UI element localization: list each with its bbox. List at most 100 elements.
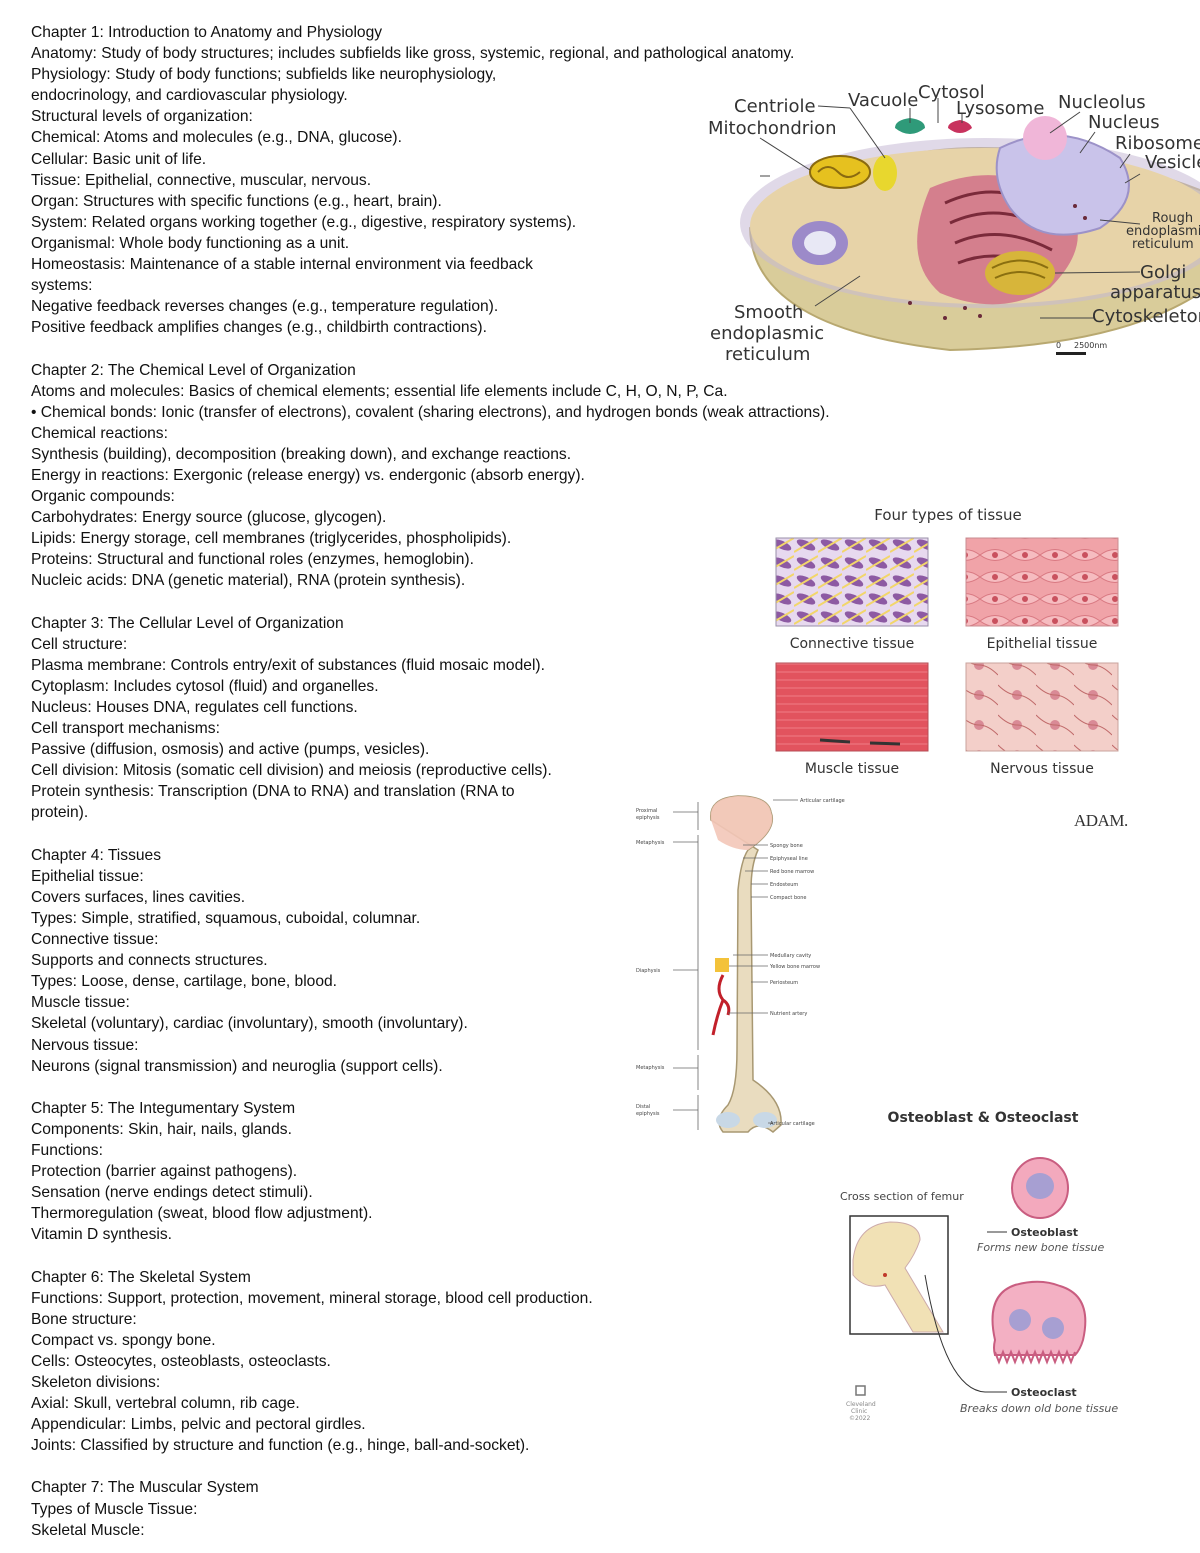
credit-2: Clinic bbox=[851, 1408, 867, 1415]
text-line: Compact vs. spongy bone. bbox=[31, 1331, 216, 1349]
text-line: endocrinology, and cardiovascular physio… bbox=[31, 87, 348, 105]
bone-label-red-marrow: Red bone marrow bbox=[770, 869, 814, 875]
adam-logo: ADAM. bbox=[1074, 811, 1128, 830]
bone-label-endosteum: Endosteum bbox=[770, 882, 798, 888]
tissue-figure: Four types of tissue Connective tissue E… bbox=[770, 500, 1170, 840]
cell-diagram: Centriole Vacuole Cytosol Lysosome Nucle… bbox=[700, 78, 1200, 368]
text-line: Joints: Classified by structure and func… bbox=[31, 1437, 530, 1455]
bone-label-articular-top: Articular cartilage bbox=[800, 798, 845, 804]
text-line: Nucleus: Houses DNA, regulates cell func… bbox=[31, 699, 358, 716]
label-rough-er-1: Rough bbox=[1152, 211, 1193, 226]
text-line: Cell structure: bbox=[31, 635, 128, 653]
text-line: Lipids: Energy storage, cell membranes (… bbox=[31, 530, 512, 548]
bone-label-distal-1: Distal bbox=[636, 1104, 650, 1110]
long-bone-diagram: Proximal epiphysis Metaphysis Diaphysis … bbox=[633, 790, 863, 1140]
label-lysosome: Lysosome bbox=[956, 98, 1044, 119]
yellow-marrow bbox=[715, 958, 729, 972]
label-smooth-er-3: reticulum bbox=[725, 344, 810, 365]
muscle-tissue-label: Muscle tissue bbox=[805, 761, 899, 777]
text-line: Functions: Support, protection, movement… bbox=[31, 1289, 593, 1307]
text-line: Nervous tissue: bbox=[31, 1036, 139, 1054]
label-vesicle: Vesicle bbox=[1145, 152, 1200, 173]
text-line: Carbohydrates: Energy source (glucose, g… bbox=[31, 509, 387, 527]
vacuole-shape bbox=[895, 118, 925, 134]
chapter-heading: Chapter 2: The Chemical Level of Organiz… bbox=[31, 361, 356, 379]
text-line: Bone structure: bbox=[31, 1310, 137, 1328]
text-line: Homeostasis: Maintenance of a stable int… bbox=[31, 256, 533, 274]
text-line: Thermoregulation (sweat, blood flow adju… bbox=[31, 1205, 373, 1223]
osteo-title: Osteoblast & Osteoclast bbox=[888, 1110, 1079, 1126]
text-line: Protection (barrier against pathogens). bbox=[31, 1163, 298, 1181]
label-mitochondrion: Mitochondrion bbox=[708, 118, 837, 139]
osteoblast-label: Osteoblast bbox=[1011, 1226, 1078, 1239]
text-line: protein). bbox=[31, 804, 89, 822]
blank-line bbox=[31, 1077, 1181, 1098]
femur-head-shape bbox=[852, 1221, 944, 1333]
bone-label-yellow-marrow: Yellow bone marrow bbox=[769, 964, 820, 970]
text-line: Chemical reactions: bbox=[31, 424, 168, 442]
text-line: Structural levels of organization: bbox=[31, 108, 253, 126]
text-line: Cells: Osteocytes, osteoblasts, osteocla… bbox=[31, 1352, 331, 1370]
text-line: Types of Muscle Tissue: bbox=[31, 1500, 198, 1518]
chapter-heading: Chapter 4: Tissues bbox=[31, 846, 162, 864]
connective-tissue-label: Connective tissue bbox=[790, 636, 915, 652]
text-line: Proteins: Structural and functional role… bbox=[31, 551, 474, 569]
bone-label-epiphyseal: Epiphyseal line bbox=[770, 856, 808, 862]
label-ribosome: Ribosome bbox=[1115, 133, 1200, 154]
label-rough-er-2: endoplasmic bbox=[1126, 224, 1200, 239]
text-line: Chemical: Atoms and molecules (e.g., DNA… bbox=[31, 129, 402, 147]
cleveland-clinic-logo-icon bbox=[855, 1385, 866, 1396]
chapter-heading: Chapter 3: The Cellular Level of Organiz… bbox=[31, 614, 344, 632]
text-line: Neurons (signal transmission) and neurog… bbox=[31, 1057, 443, 1075]
bone-label-metaphysis-bottom: Metaphysis bbox=[636, 1065, 665, 1071]
text-line: Organismal: Whole body functioning as a … bbox=[31, 234, 350, 252]
epithelial-tissue-label: Epithelial tissue bbox=[987, 636, 1098, 652]
text-line: Synthesis (building), decomposition (bre… bbox=[31, 445, 572, 463]
bone-label-metaphysis-top: Metaphysis bbox=[636, 840, 665, 846]
blank-line bbox=[31, 1456, 1181, 1477]
text-line: Chemical bonds: Ionic (transfer of elect… bbox=[31, 402, 1181, 423]
text-line: Appendicular: Limbs, pelvic and pectoral… bbox=[31, 1416, 366, 1434]
credit-1: Cleveland bbox=[846, 1401, 876, 1408]
bone-label-distal-2: epiphysis bbox=[636, 1111, 660, 1117]
text-line: Supports and connects structures. bbox=[31, 952, 268, 970]
chapter-heading: Chapter 1: Introduction to Anatomy and P… bbox=[31, 24, 383, 41]
text-line: Negative feedback reverses changes (e.g.… bbox=[31, 298, 499, 316]
osteoblast-desc: Forms new bone tissue bbox=[977, 1241, 1105, 1254]
label-cytosol: Cytosol bbox=[918, 82, 985, 103]
text-line: Cytoplasm: Includes cytosol (fluid) and … bbox=[31, 677, 379, 695]
text-line: Organic compounds: bbox=[31, 488, 175, 506]
text-line: Physiology: Study of body functions; sub… bbox=[31, 66, 497, 84]
text-line: Skeletal (voluntary), cardiac (involunta… bbox=[31, 1015, 468, 1033]
text-line: Passive (diffusion, osmosis) and active … bbox=[31, 741, 430, 759]
bone-label-nutrient-artery: Nutrient artery bbox=[770, 1011, 807, 1017]
chapter-heading: Chapter 6: The Skeletal System bbox=[31, 1268, 251, 1286]
label-smooth-er-2: endoplasmic bbox=[710, 323, 824, 344]
text-line: Sensation (nerve endings detect stimuli)… bbox=[31, 1184, 313, 1202]
label-scale-max: 2500nm bbox=[1074, 341, 1107, 350]
bone-label-compact: Compact bone bbox=[770, 895, 806, 901]
label-nucleus: Nucleus bbox=[1088, 112, 1160, 133]
osteoclast-desc: Breaks down old bone tissue bbox=[960, 1402, 1118, 1415]
text-line: Energy in reactions: Exergonic (release … bbox=[31, 466, 585, 484]
nucleus-shape bbox=[995, 134, 1130, 236]
label-scale-0: 0 bbox=[1056, 341, 1061, 350]
text-line: Positive feedback amplifies changes (e.g… bbox=[31, 319, 487, 337]
text-line: Protein synthesis: Transcription (DNA to… bbox=[31, 783, 515, 801]
osteoclast-shape bbox=[991, 1280, 1087, 1356]
bone-label-proximal-1: Proximal bbox=[636, 808, 657, 814]
text-line: Nucleic acids: DNA (genetic material), R… bbox=[31, 572, 466, 590]
epithelial-tissue-image bbox=[965, 537, 1119, 627]
text-line: Components: Skin, hair, nails, glands. bbox=[31, 1120, 292, 1138]
text-line: Muscle tissue: bbox=[31, 994, 130, 1012]
osteoclast-label: Osteoclast bbox=[1011, 1386, 1077, 1399]
text-line: Cell transport mechanisms: bbox=[31, 720, 220, 738]
text-line: Skeleton divisions: bbox=[31, 1374, 161, 1391]
lysosome-shape bbox=[948, 120, 972, 133]
text-line: Types: Simple, stratified, squamous, cub… bbox=[31, 909, 421, 927]
label-centriole: Centriole bbox=[734, 96, 816, 117]
bone-label-articular-bottom: Articular cartilage bbox=[770, 1121, 815, 1127]
tissue-figure-title: Four types of tissue bbox=[874, 506, 1021, 524]
text-line: Atoms and molecules: Basics of chemical … bbox=[31, 382, 728, 400]
distal-cartilage bbox=[716, 1112, 740, 1128]
